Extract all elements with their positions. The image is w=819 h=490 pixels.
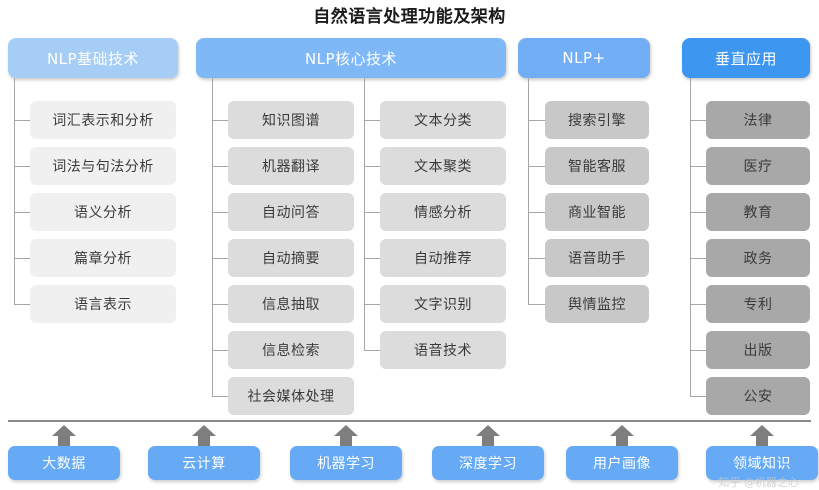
foundation-item-5[interactable]: 领域知识 (706, 446, 818, 480)
connector-stem-basic-0 (14, 78, 15, 304)
connector-branch-vertical-0-2 (690, 212, 706, 213)
column-header-core[interactable]: NLP核心技术 (196, 38, 506, 78)
leaf-plus-0-1[interactable]: 智能客服 (545, 147, 649, 185)
arrow-up-icon-2 (333, 424, 359, 450)
connector-branch-plus-0-3 (528, 258, 545, 259)
leaf-basic-0-1[interactable]: 词法与句法分析 (30, 147, 176, 185)
foundation-item-4[interactable]: 用户画像 (566, 446, 678, 480)
leaf-vertical-0-6[interactable]: 公安 (706, 377, 810, 415)
arrow-up-icon-3 (475, 424, 501, 450)
arrow-up-icon-4 (609, 424, 635, 450)
page-title: 自然语言处理功能及架构 (313, 7, 506, 27)
connector-branch-basic-0-1 (14, 166, 30, 167)
connector-stem-core-1 (364, 78, 365, 350)
connector-branch-core-0-2 (212, 212, 228, 213)
connector-branch-plus-0-0 (528, 120, 545, 121)
leaf-basic-0-0[interactable]: 词汇表示和分析 (30, 101, 176, 139)
leaf-vertical-0-2[interactable]: 教育 (706, 193, 810, 231)
connector-branch-plus-0-4 (528, 304, 545, 305)
leaf-vertical-0-1[interactable]: 医疗 (706, 147, 810, 185)
connector-branch-core-0-1 (212, 166, 228, 167)
leaf-core-1-0[interactable]: 文本分类 (380, 101, 506, 139)
leaf-plus-0-2[interactable]: 商业智能 (545, 193, 649, 231)
foundation-item-1[interactable]: 云计算 (148, 446, 260, 480)
connector-branch-plus-0-1 (528, 166, 545, 167)
foundation-divider (8, 420, 811, 422)
connector-branch-core-1-3 (364, 258, 380, 259)
connector-branch-core-0-3 (212, 258, 228, 259)
column-header-basic[interactable]: NLP基础技术 (8, 38, 178, 78)
connector-branch-core-1-0 (364, 120, 380, 121)
foundation-item-0[interactable]: 大数据 (8, 446, 120, 480)
leaf-plus-0-0[interactable]: 搜索引擎 (545, 101, 649, 139)
leaf-core-1-1[interactable]: 文本聚类 (380, 147, 506, 185)
leaf-basic-0-2[interactable]: 语义分析 (30, 193, 176, 231)
connector-stem-plus-0 (528, 78, 529, 304)
connector-branch-basic-0-0 (14, 120, 30, 121)
leaf-core-1-2[interactable]: 情感分析 (380, 193, 506, 231)
leaf-core-0-0[interactable]: 知识图谱 (228, 101, 354, 139)
connector-branch-basic-0-4 (14, 304, 30, 305)
leaf-plus-0-3[interactable]: 语音助手 (545, 239, 649, 277)
leaf-core-0-1[interactable]: 机器翻译 (228, 147, 354, 185)
connector-branch-core-0-5 (212, 350, 228, 351)
arrow-up-icon-5 (749, 424, 775, 450)
connector-branch-vertical-0-3 (690, 258, 706, 259)
arrow-up-icon-0 (51, 424, 77, 450)
connector-branch-core-0-4 (212, 304, 228, 305)
leaf-core-0-3[interactable]: 自动摘要 (228, 239, 354, 277)
leaf-core-0-6[interactable]: 社会媒体处理 (228, 377, 354, 415)
connector-branch-basic-0-2 (14, 212, 30, 213)
connector-branch-core-1-4 (364, 304, 380, 305)
connector-stem-vertical-0 (690, 78, 691, 396)
foundation-item-2[interactable]: 机器学习 (290, 446, 402, 480)
leaf-basic-0-4[interactable]: 语言表示 (30, 285, 176, 323)
leaf-core-0-4[interactable]: 信息抽取 (228, 285, 354, 323)
watermark: 知乎 @机器之心 (718, 476, 800, 489)
column-header-plus[interactable]: NLP+ (518, 38, 650, 78)
leaf-vertical-0-3[interactable]: 政务 (706, 239, 810, 277)
connector-branch-vertical-0-5 (690, 350, 706, 351)
leaf-core-0-2[interactable]: 自动问答 (228, 193, 354, 231)
connector-branch-vertical-0-1 (690, 166, 706, 167)
connector-branch-core-0-6 (212, 396, 228, 397)
leaf-core-1-3[interactable]: 自动推荐 (380, 239, 506, 277)
leaf-core-0-5[interactable]: 信息检索 (228, 331, 354, 369)
column-header-vertical[interactable]: 垂直应用 (682, 38, 810, 78)
leaf-vertical-0-0[interactable]: 法律 (706, 101, 810, 139)
connector-branch-basic-0-3 (14, 258, 30, 259)
connector-branch-vertical-0-0 (690, 120, 706, 121)
leaf-vertical-0-5[interactable]: 出版 (706, 331, 810, 369)
arrow-up-icon-1 (191, 424, 217, 450)
connector-branch-plus-0-2 (528, 212, 545, 213)
foundation-item-3[interactable]: 深度学习 (432, 446, 544, 480)
leaf-core-1-4[interactable]: 文字识别 (380, 285, 506, 323)
connector-branch-core-0-0 (212, 120, 228, 121)
leaf-plus-0-4[interactable]: 舆情监控 (545, 285, 649, 323)
leaf-basic-0-3[interactable]: 篇章分析 (30, 239, 176, 277)
connector-branch-core-1-2 (364, 212, 380, 213)
connector-stem-core-0 (212, 78, 213, 396)
connector-branch-vertical-0-4 (690, 304, 706, 305)
leaf-vertical-0-4[interactable]: 专利 (706, 285, 810, 323)
leaf-core-1-5[interactable]: 语音技术 (380, 331, 506, 369)
connector-branch-vertical-0-6 (690, 396, 706, 397)
connector-branch-core-1-1 (364, 166, 380, 167)
connector-branch-core-1-5 (364, 350, 380, 351)
